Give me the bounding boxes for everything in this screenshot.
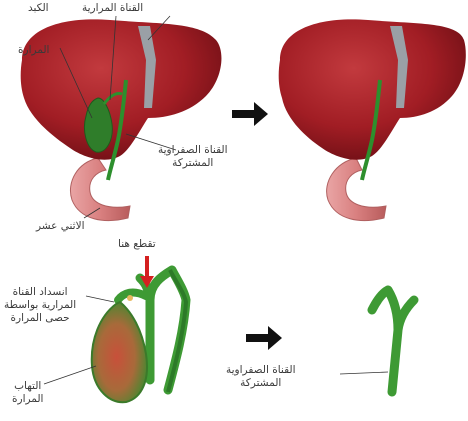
label-gallbladder: المرارة	[18, 44, 49, 57]
bottom-transition-arrow	[246, 326, 282, 350]
liver-with-gallbladder	[21, 16, 222, 221]
inflamed-gallbladder-detail	[44, 256, 186, 402]
label-duodenum: الاثني عشر	[36, 220, 85, 233]
gallstone	[127, 295, 133, 301]
label-common-bile-duct-bottom: القناة الصفراوية المشتركة	[226, 364, 296, 390]
label-cystic-duct: القناة المرارية	[82, 2, 143, 15]
top-transition-arrow	[232, 102, 268, 126]
liver-without-gallbladder	[279, 19, 466, 220]
bile-duct-remaining	[372, 290, 414, 392]
label-inflammation: التهاب المرارة	[12, 380, 43, 406]
label-obstruction: انسداد القناة المرارية بواسطة حصى المرار…	[4, 286, 76, 325]
label-common-bile-duct-top: القناة الصفراوية المشتركة	[158, 144, 228, 170]
duodenum-shape	[70, 158, 130, 221]
gallbladder-inflamed-shape	[92, 302, 147, 402]
bile-ducts-after-removal	[340, 290, 414, 392]
label-cut-here: تقطع هنا	[118, 238, 156, 251]
duodenum-shape-right	[327, 158, 386, 221]
liver-shape	[21, 19, 222, 159]
label-liver: الكبد	[28, 2, 49, 15]
